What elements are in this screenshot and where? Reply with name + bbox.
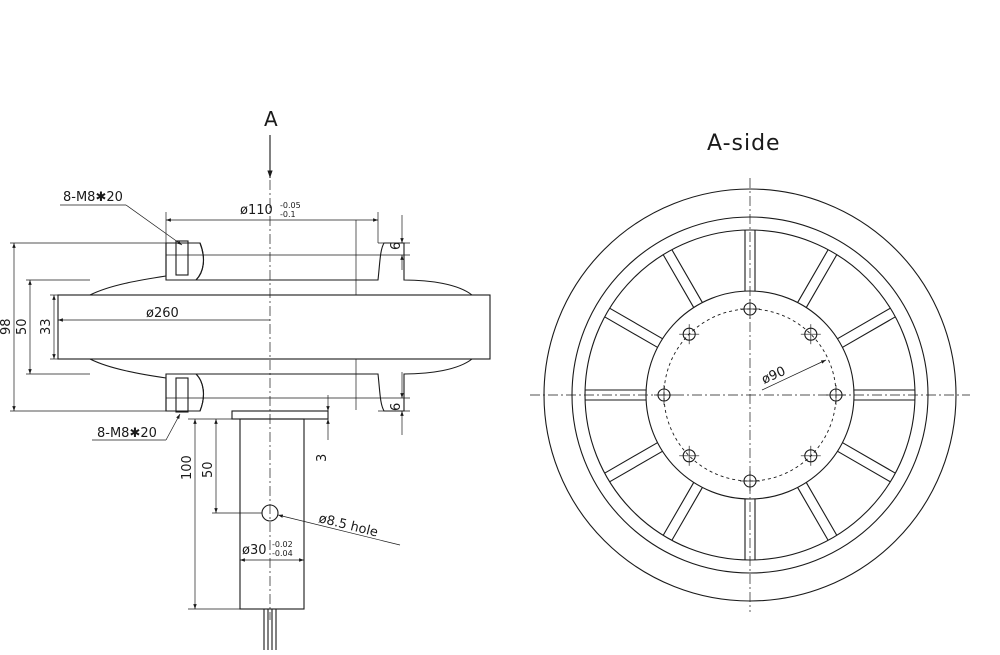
spoke-edge [662,254,695,308]
spoke-edge [662,482,695,536]
dim-total-height: 98 [0,318,14,335]
dim-depth-bottom: 6 [389,403,404,411]
hub-circle [645,290,855,500]
rim-outer [571,216,929,574]
spoke-edge [609,450,663,483]
dim-bore-tol-lower: -0.1 [280,210,296,219]
dim-height-50: 50 [15,318,30,335]
dim-gap: 3 [315,454,330,462]
outer-ring [543,188,957,602]
dim-hole-text: ø8.5 hole [317,511,379,540]
bolt-holes [654,299,846,491]
spoke-edge [671,249,703,303]
spokes [585,230,915,560]
bolt-callout-bottom: 8-M8✱20 [97,426,157,441]
dim-bore-tol-upper: -0.05 [280,201,301,210]
lower-flange [89,358,473,412]
dim-shaft-100: 100 [180,455,195,480]
section-view: A ø110 -0.05 -0.1 [0,107,491,650]
bolt-boss-bottom [165,373,205,412]
dim-depth-top: 6 [389,242,404,250]
spoke-edge [604,442,658,474]
spoke-edge [837,307,891,340]
spoke-edge [671,487,703,541]
bolt-hole-top [175,240,189,276]
spoke-edge [604,316,658,348]
side-view-title: A-side [707,131,781,156]
spoke-edge [842,442,896,474]
dim-bore-text: ø110 [240,203,273,218]
spoke-edge [797,249,829,303]
bolt-boss-top [165,242,205,281]
spoke-edge [609,307,663,340]
spoke-edge [805,254,838,308]
dim-height-33: 33 [39,318,54,335]
dim-shaft-50: 50 [201,461,216,478]
view-arrow-label: A [264,107,278,131]
bolt-hole-bottom [175,377,189,413]
a-side-view: A-side ø90 [530,131,970,612]
dim-shaft-dia-text: ø30 [242,543,267,558]
rim-inner [584,229,916,561]
shaft-base [231,410,329,420]
spoke-edge [797,487,829,541]
dim-outer-dia-text: ø260 [146,306,179,321]
bolt-callout-top: 8-M8✱20 [63,190,123,205]
shaft [239,418,305,610]
upper-flange [89,242,473,296]
spoke-edge [805,482,838,536]
dim-shaft-tol-upper: -0.02 [272,540,293,549]
hub-rim [57,294,491,360]
spoke-edge [837,450,891,483]
dim-shaft-tol-lower: -0.04 [272,549,293,558]
spoke-edge [842,316,896,348]
